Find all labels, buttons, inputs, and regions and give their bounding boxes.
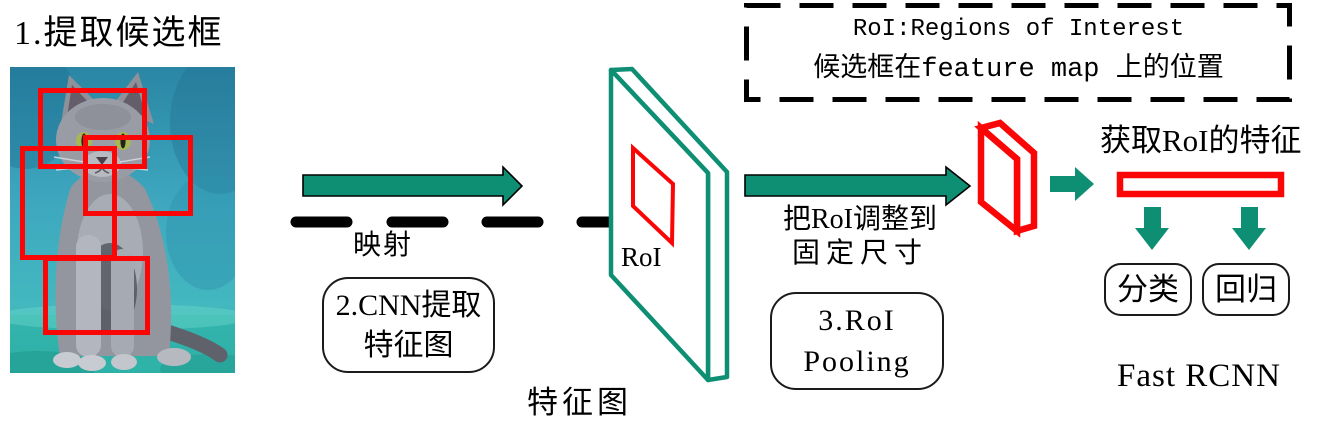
roi-feature-label: 获取RoI的特征 bbox=[1100, 123, 1302, 158]
step1-title: 1.提取候选框 bbox=[14, 15, 224, 52]
roi-region-outline bbox=[631, 143, 676, 248]
candidate-box-3 bbox=[20, 146, 117, 260]
cnn-step-line1: 2.CNN提取 bbox=[335, 289, 482, 322]
candidate-box-4 bbox=[43, 256, 150, 335]
pooled-roi-3d-slab bbox=[974, 119, 1038, 238]
roi-info-dashed-border bbox=[744, 3, 1292, 102]
classify-output-bubble: 分类 bbox=[1104, 263, 1192, 316]
flow-right-arrow-small-icon bbox=[1050, 167, 1094, 201]
down-arrow-classify-icon bbox=[1135, 207, 1169, 250]
mapping-label: 映射 bbox=[353, 230, 414, 261]
roi-info-line1: RoI:Regions of Interest bbox=[852, 16, 1185, 43]
roi-feature-vector-bar bbox=[1116, 171, 1285, 198]
down-arrow-regress-icon bbox=[1232, 207, 1266, 250]
resize-caption: 把RoI调整到 固定尺寸 bbox=[755, 203, 965, 270]
resize-line2: 固定尺寸 bbox=[791, 238, 928, 269]
candidate-photo bbox=[10, 67, 235, 373]
model-name-label: Fast RCNN bbox=[1117, 358, 1281, 394]
candidate-box-1 bbox=[38, 88, 147, 169]
candidate-box-2 bbox=[83, 135, 193, 216]
resize-line1: 把RoI调整到 bbox=[782, 204, 937, 235]
feature-map-caption: 特征图 bbox=[527, 385, 632, 420]
roi-info-box: RoI:Regions of Interest 候选框在feature map … bbox=[744, 10, 1293, 92]
cnn-step-bubble: 2.CNN提取 特征图 bbox=[322, 277, 495, 373]
roi-pooling-line2: Pooling bbox=[803, 345, 911, 378]
cnn-step-line2: 特征图 bbox=[363, 329, 454, 362]
roi-pooling-line1: 3.RoI bbox=[818, 304, 896, 337]
roi-tag-label: RoI bbox=[621, 242, 662, 272]
flow-right-arrow-icon bbox=[302, 165, 524, 207]
flow-right-arrow-icon bbox=[744, 165, 972, 207]
regress-output-bubble: 回归 bbox=[1202, 263, 1290, 316]
roi-info-line2: 候选框在feature map 上的位置 bbox=[813, 55, 1224, 85]
roi-pooling-bubble: 3.RoI Pooling bbox=[770, 292, 944, 390]
